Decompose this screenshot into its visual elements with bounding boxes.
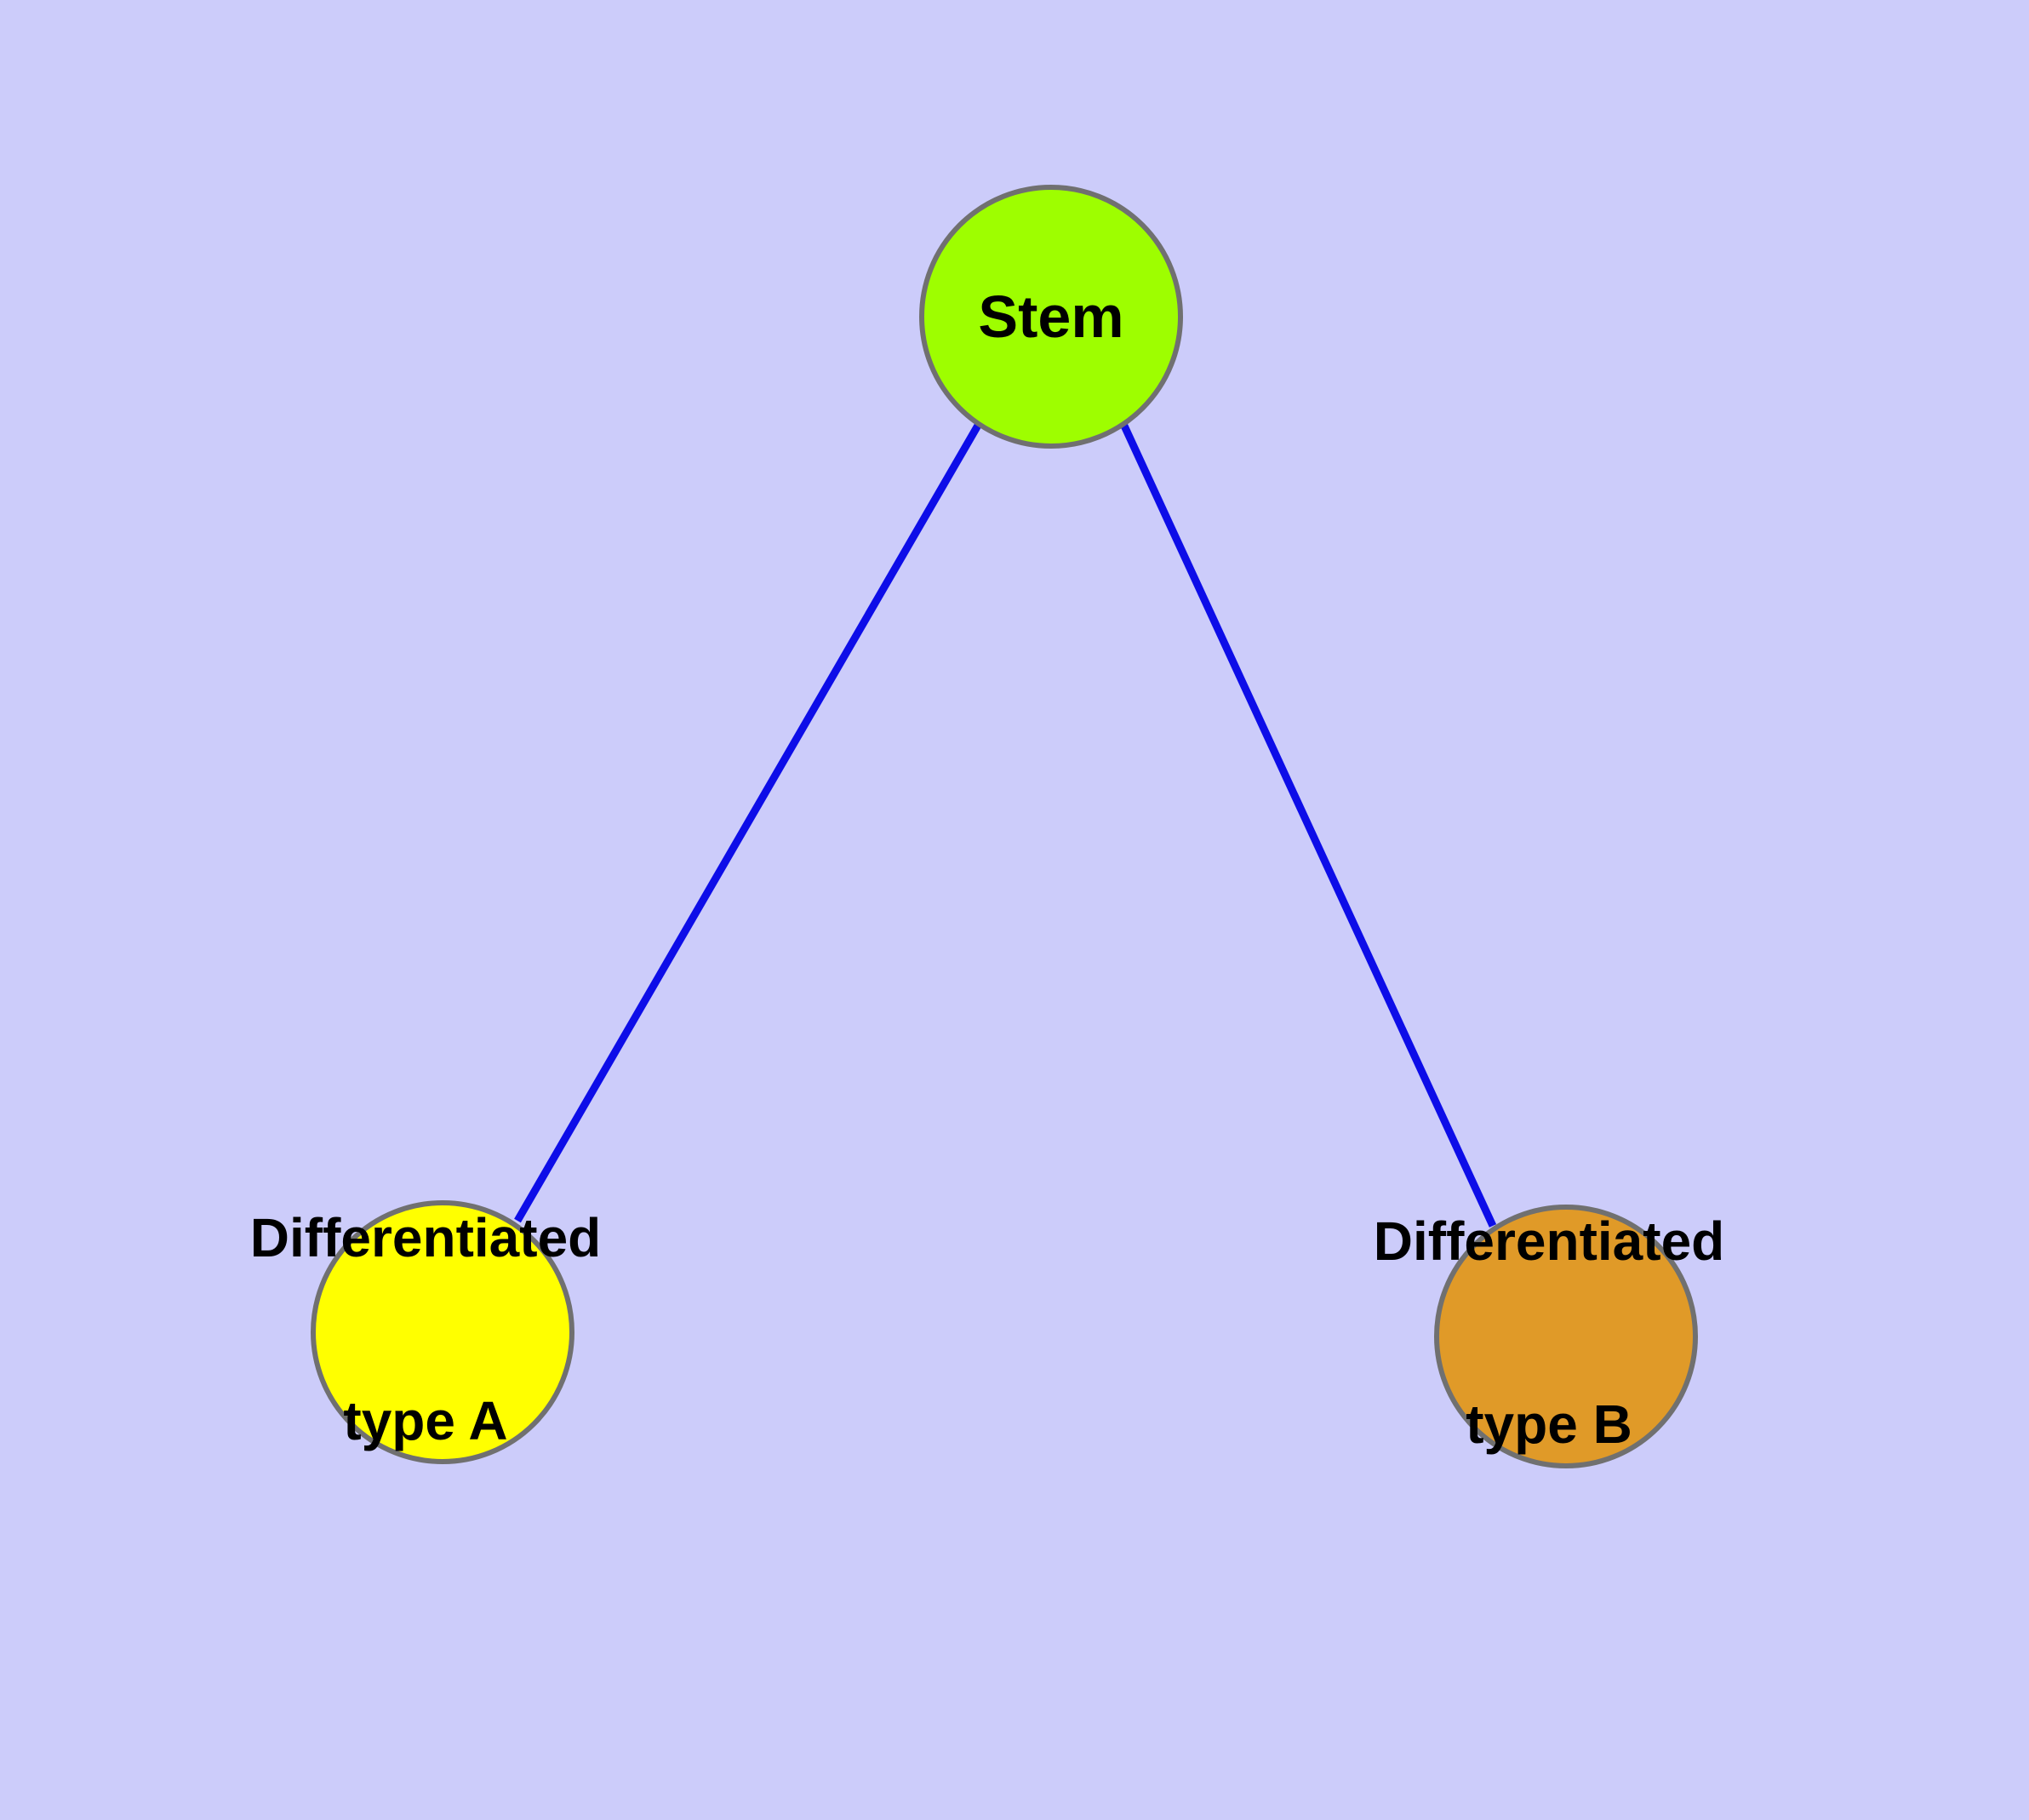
edge-stem-to-differentiated-type-a[interactable] — [514, 421, 982, 1223]
edge-stem-to-differentiated-type-b[interactable] — [1119, 422, 1497, 1228]
node-stem[interactable] — [919, 185, 1183, 449]
edge-layer — [514, 421, 1497, 1228]
node-layer — [311, 185, 1698, 1468]
node-differentiated-type-a[interactable] — [311, 1200, 574, 1464]
node-differentiated-type-b[interactable] — [1434, 1205, 1698, 1468]
